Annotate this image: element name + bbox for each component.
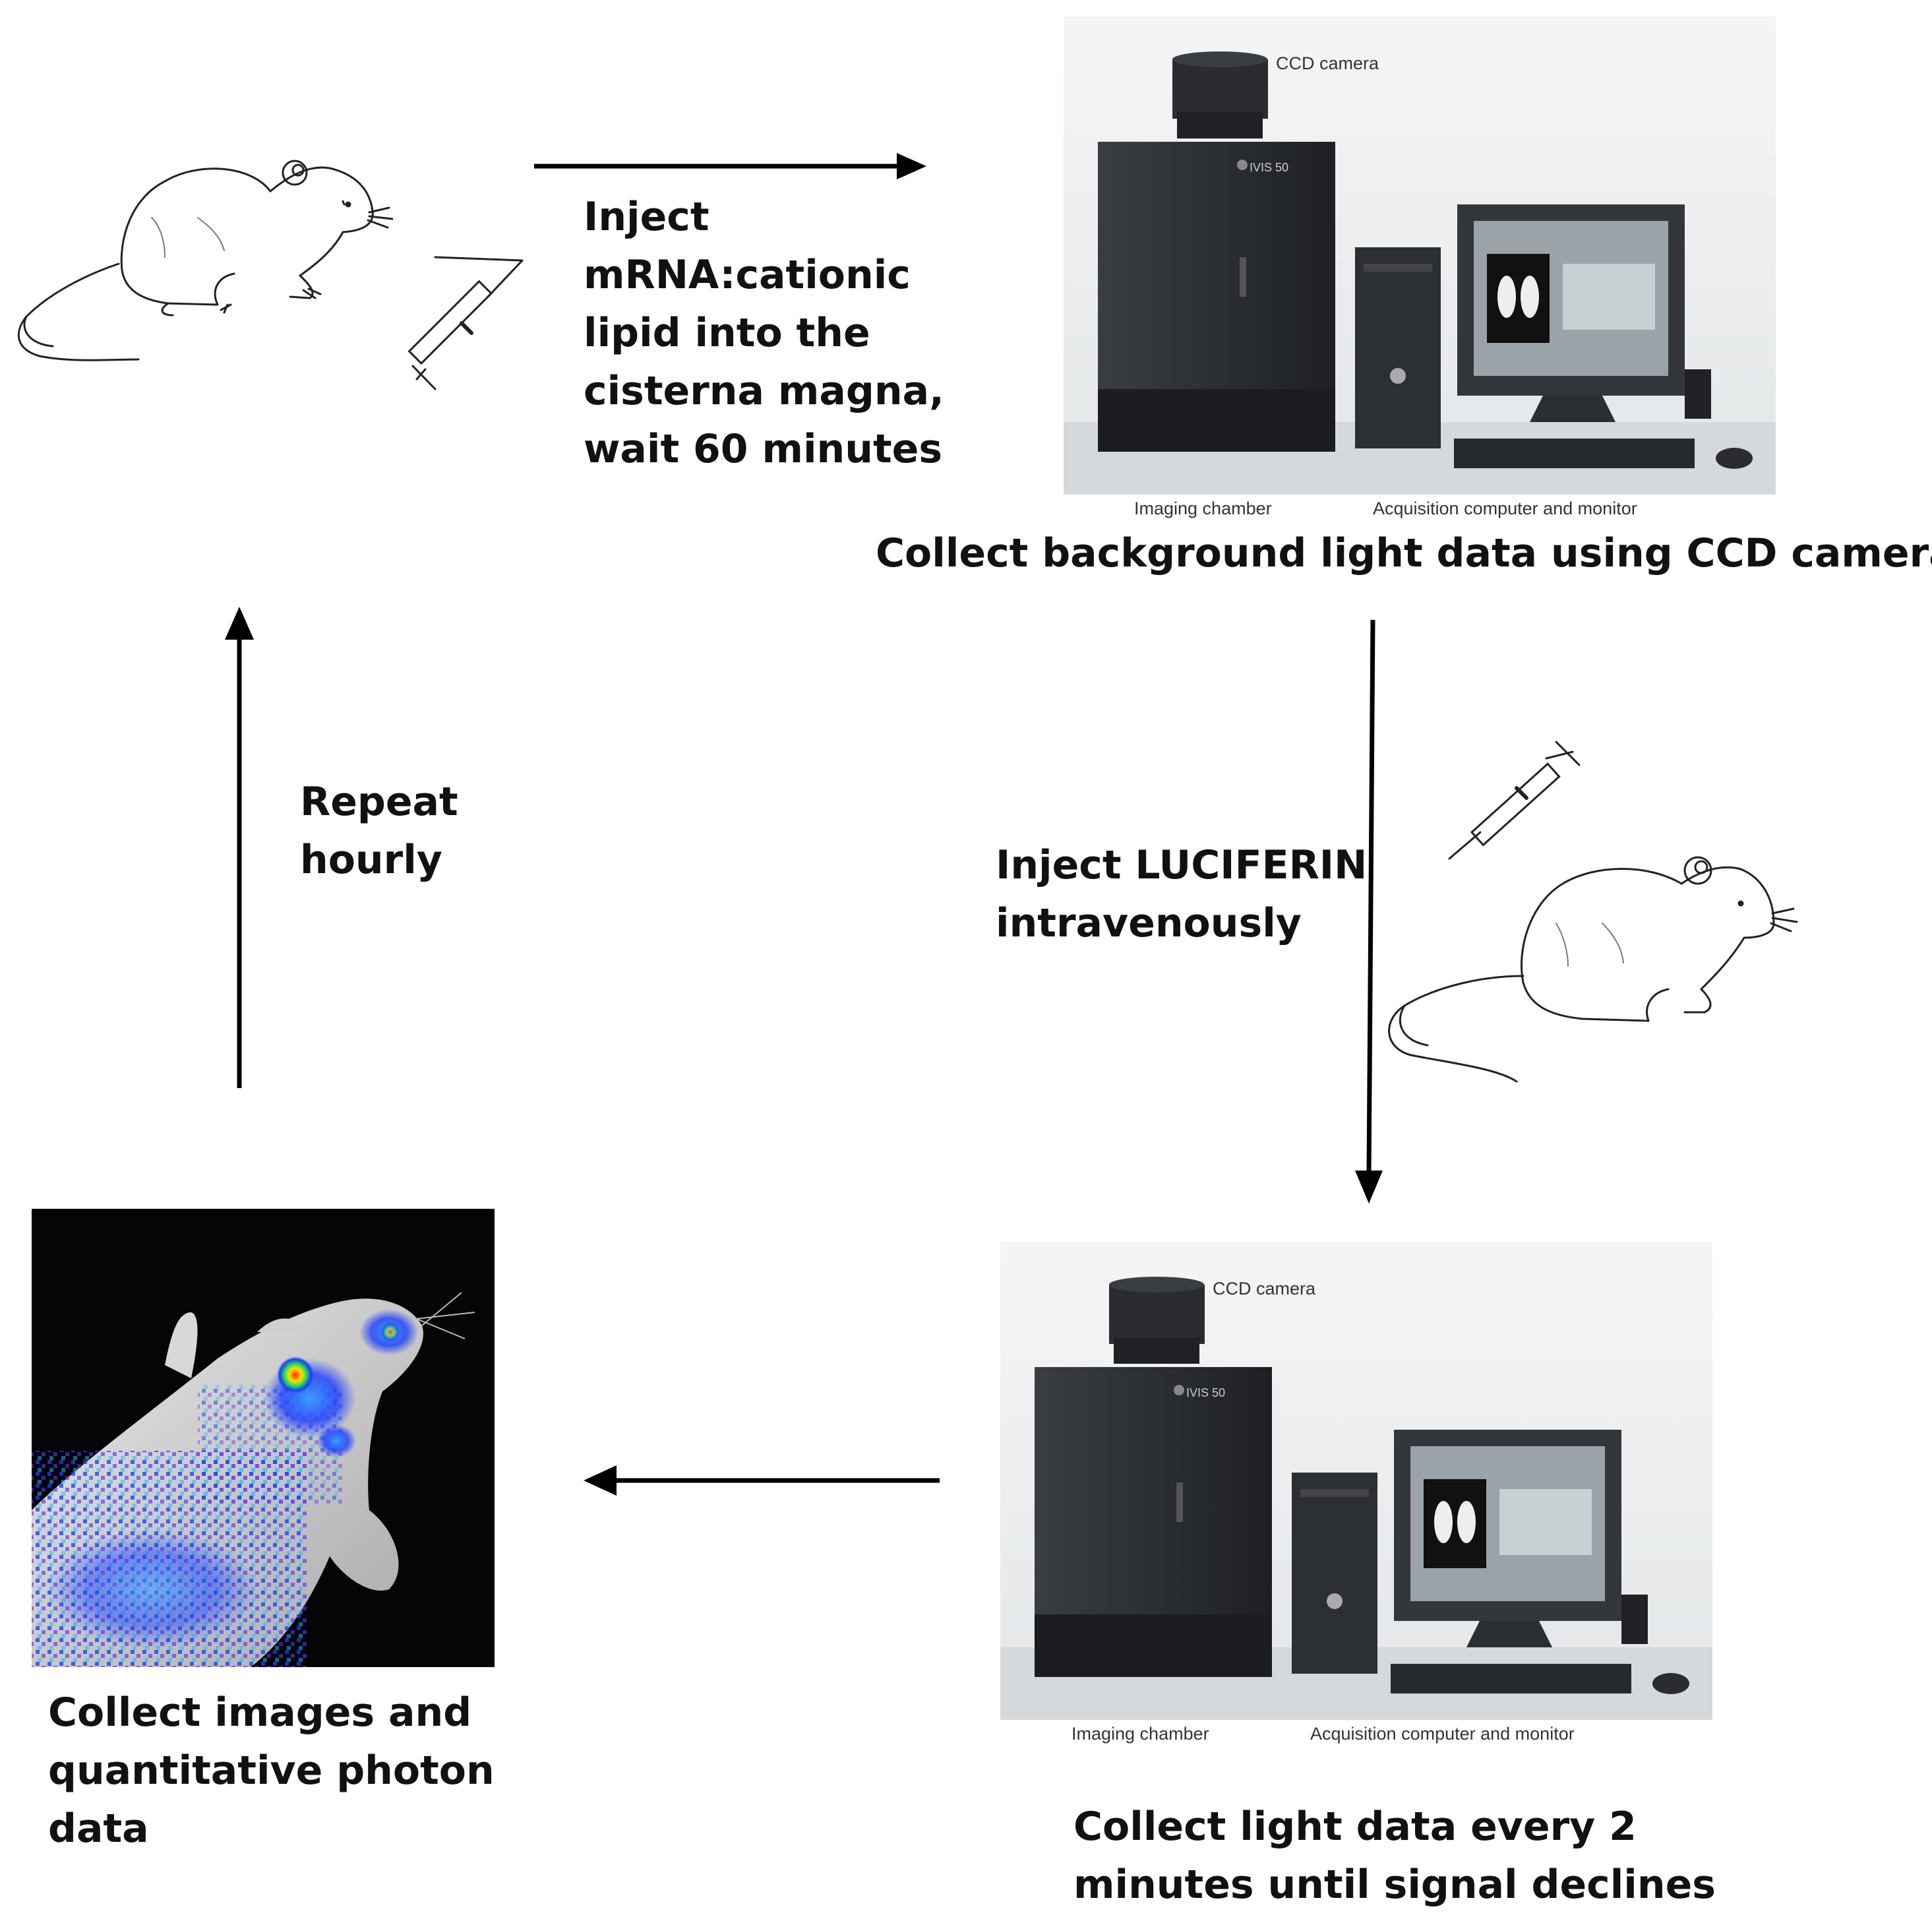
collect-light-step-label: Collect light data every 2 minutes until… bbox=[1073, 1798, 1716, 1914]
arrow-down-right bbox=[1355, 619, 1383, 1204]
inject-luciferin-line-1: Inject LUCIFERIN bbox=[996, 842, 1368, 888]
imaging-chamber-label-bottom: Imaging chamber bbox=[1072, 1724, 1209, 1744]
rat-illustration-right bbox=[1388, 856, 1798, 1083]
repeat-line-2: hourly bbox=[300, 837, 442, 883]
inject-luciferin-step-label: Inject LUCIFERIN intravenously bbox=[996, 836, 1367, 952]
inject-mrna-line-1: Inject bbox=[584, 194, 709, 240]
arrow-left-bottom bbox=[584, 1465, 940, 1496]
brand-label-top: IVIS 50 bbox=[1250, 161, 1288, 174]
collect-light-line-2: minutes until signal declines bbox=[1073, 1862, 1716, 1908]
collect-images-line-1: Collect images and bbox=[48, 1690, 472, 1736]
arrow-right-top bbox=[534, 153, 926, 179]
syringe-icon-top-left bbox=[408, 256, 524, 390]
collect-background-step-label: Collect background light data using CCD … bbox=[876, 530, 1932, 576]
collect-light-line-1: Collect light data every 2 bbox=[1073, 1804, 1637, 1850]
repeat-step-label: Repeat hourly bbox=[300, 773, 458, 889]
inject-mrna-step-label: Inject mRNA:cationic lipid into the cist… bbox=[584, 188, 944, 478]
imaging-chamber-label-top: Imaging chamber bbox=[1134, 499, 1272, 518]
inject-luciferin-line-2: intravenously bbox=[996, 900, 1302, 946]
imaging-system-photo-bottom bbox=[1000, 1242, 1712, 1720]
syringe-icon-right bbox=[1448, 741, 1581, 860]
brand-label-bottom: IVIS 50 bbox=[1186, 1386, 1225, 1399]
inject-mrna-line-5: wait 60 minutes bbox=[584, 426, 943, 472]
bioluminescence-image bbox=[32, 1209, 495, 1667]
collect-images-step-label: Collect images and quantitative photon d… bbox=[48, 1684, 495, 1858]
arrow-up-left bbox=[225, 607, 254, 1088]
repeat-line-1: Repeat bbox=[300, 779, 458, 825]
inject-mrna-line-4: cisterna magna, bbox=[584, 368, 944, 414]
imaging-system-photo-top bbox=[1064, 16, 1776, 495]
collect-images-line-3: data bbox=[48, 1806, 149, 1852]
ccd-camera-label-bottom: CCD camera bbox=[1213, 1279, 1316, 1298]
acquisition-computer-label-bottom: Acquisition computer and monitor bbox=[1310, 1724, 1575, 1744]
acquisition-computer-label-top: Acquisition computer and monitor bbox=[1373, 499, 1637, 518]
collect-images-line-2: quantitative photon bbox=[48, 1748, 495, 1794]
inject-mrna-line-2: mRNA:cationic bbox=[584, 252, 911, 298]
inject-mrna-line-3: lipid into the bbox=[584, 310, 870, 356]
ccd-camera-label-top: CCD camera bbox=[1276, 53, 1379, 73]
rat-illustration-top-left bbox=[17, 160, 394, 361]
